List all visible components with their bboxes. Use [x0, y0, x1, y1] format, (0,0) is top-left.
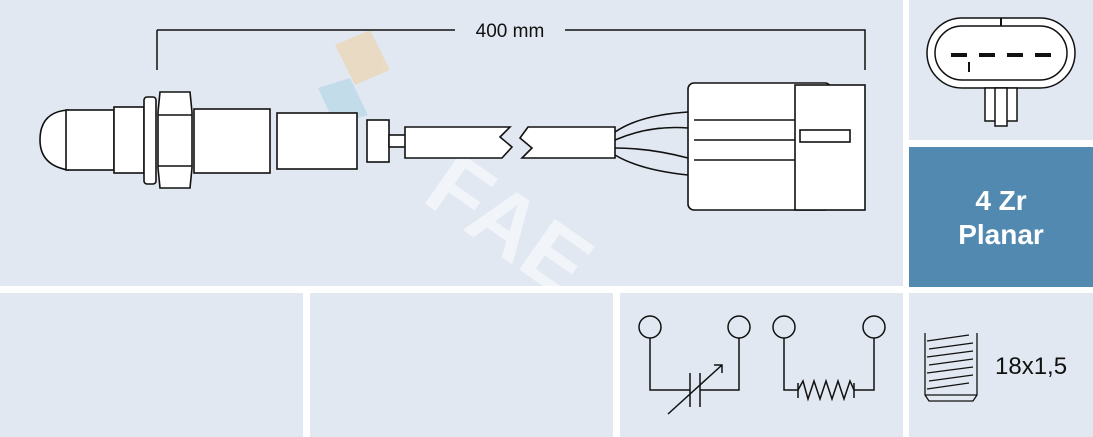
- connector-face-panel: [909, 0, 1093, 140]
- heater-resistor-symbol: [772, 315, 886, 402]
- sensor-type-line2: Planar: [958, 219, 1044, 250]
- main-drawing-panel: FAE 400 mm: [0, 0, 903, 286]
- thread-icon: [924, 333, 978, 402]
- connector-face-icon: [926, 17, 1076, 127]
- empty-panel-1: [0, 293, 303, 437]
- thread-size-label: 18x1,5: [995, 353, 1068, 380]
- circuit-panel: [620, 293, 903, 437]
- sensor-type-badge: 4 Zr Planar: [909, 147, 1093, 287]
- thread-panel: 18x1,5: [909, 293, 1093, 437]
- oxygen-sensor-drawing: FAE 400 mm: [39, 21, 866, 286]
- empty-panel-2: [310, 293, 613, 437]
- dimension-label: 400 mm: [476, 21, 545, 42]
- sensor-type-line1: 4 Zr: [975, 185, 1027, 216]
- variable-capacitor-symbol: [638, 315, 751, 415]
